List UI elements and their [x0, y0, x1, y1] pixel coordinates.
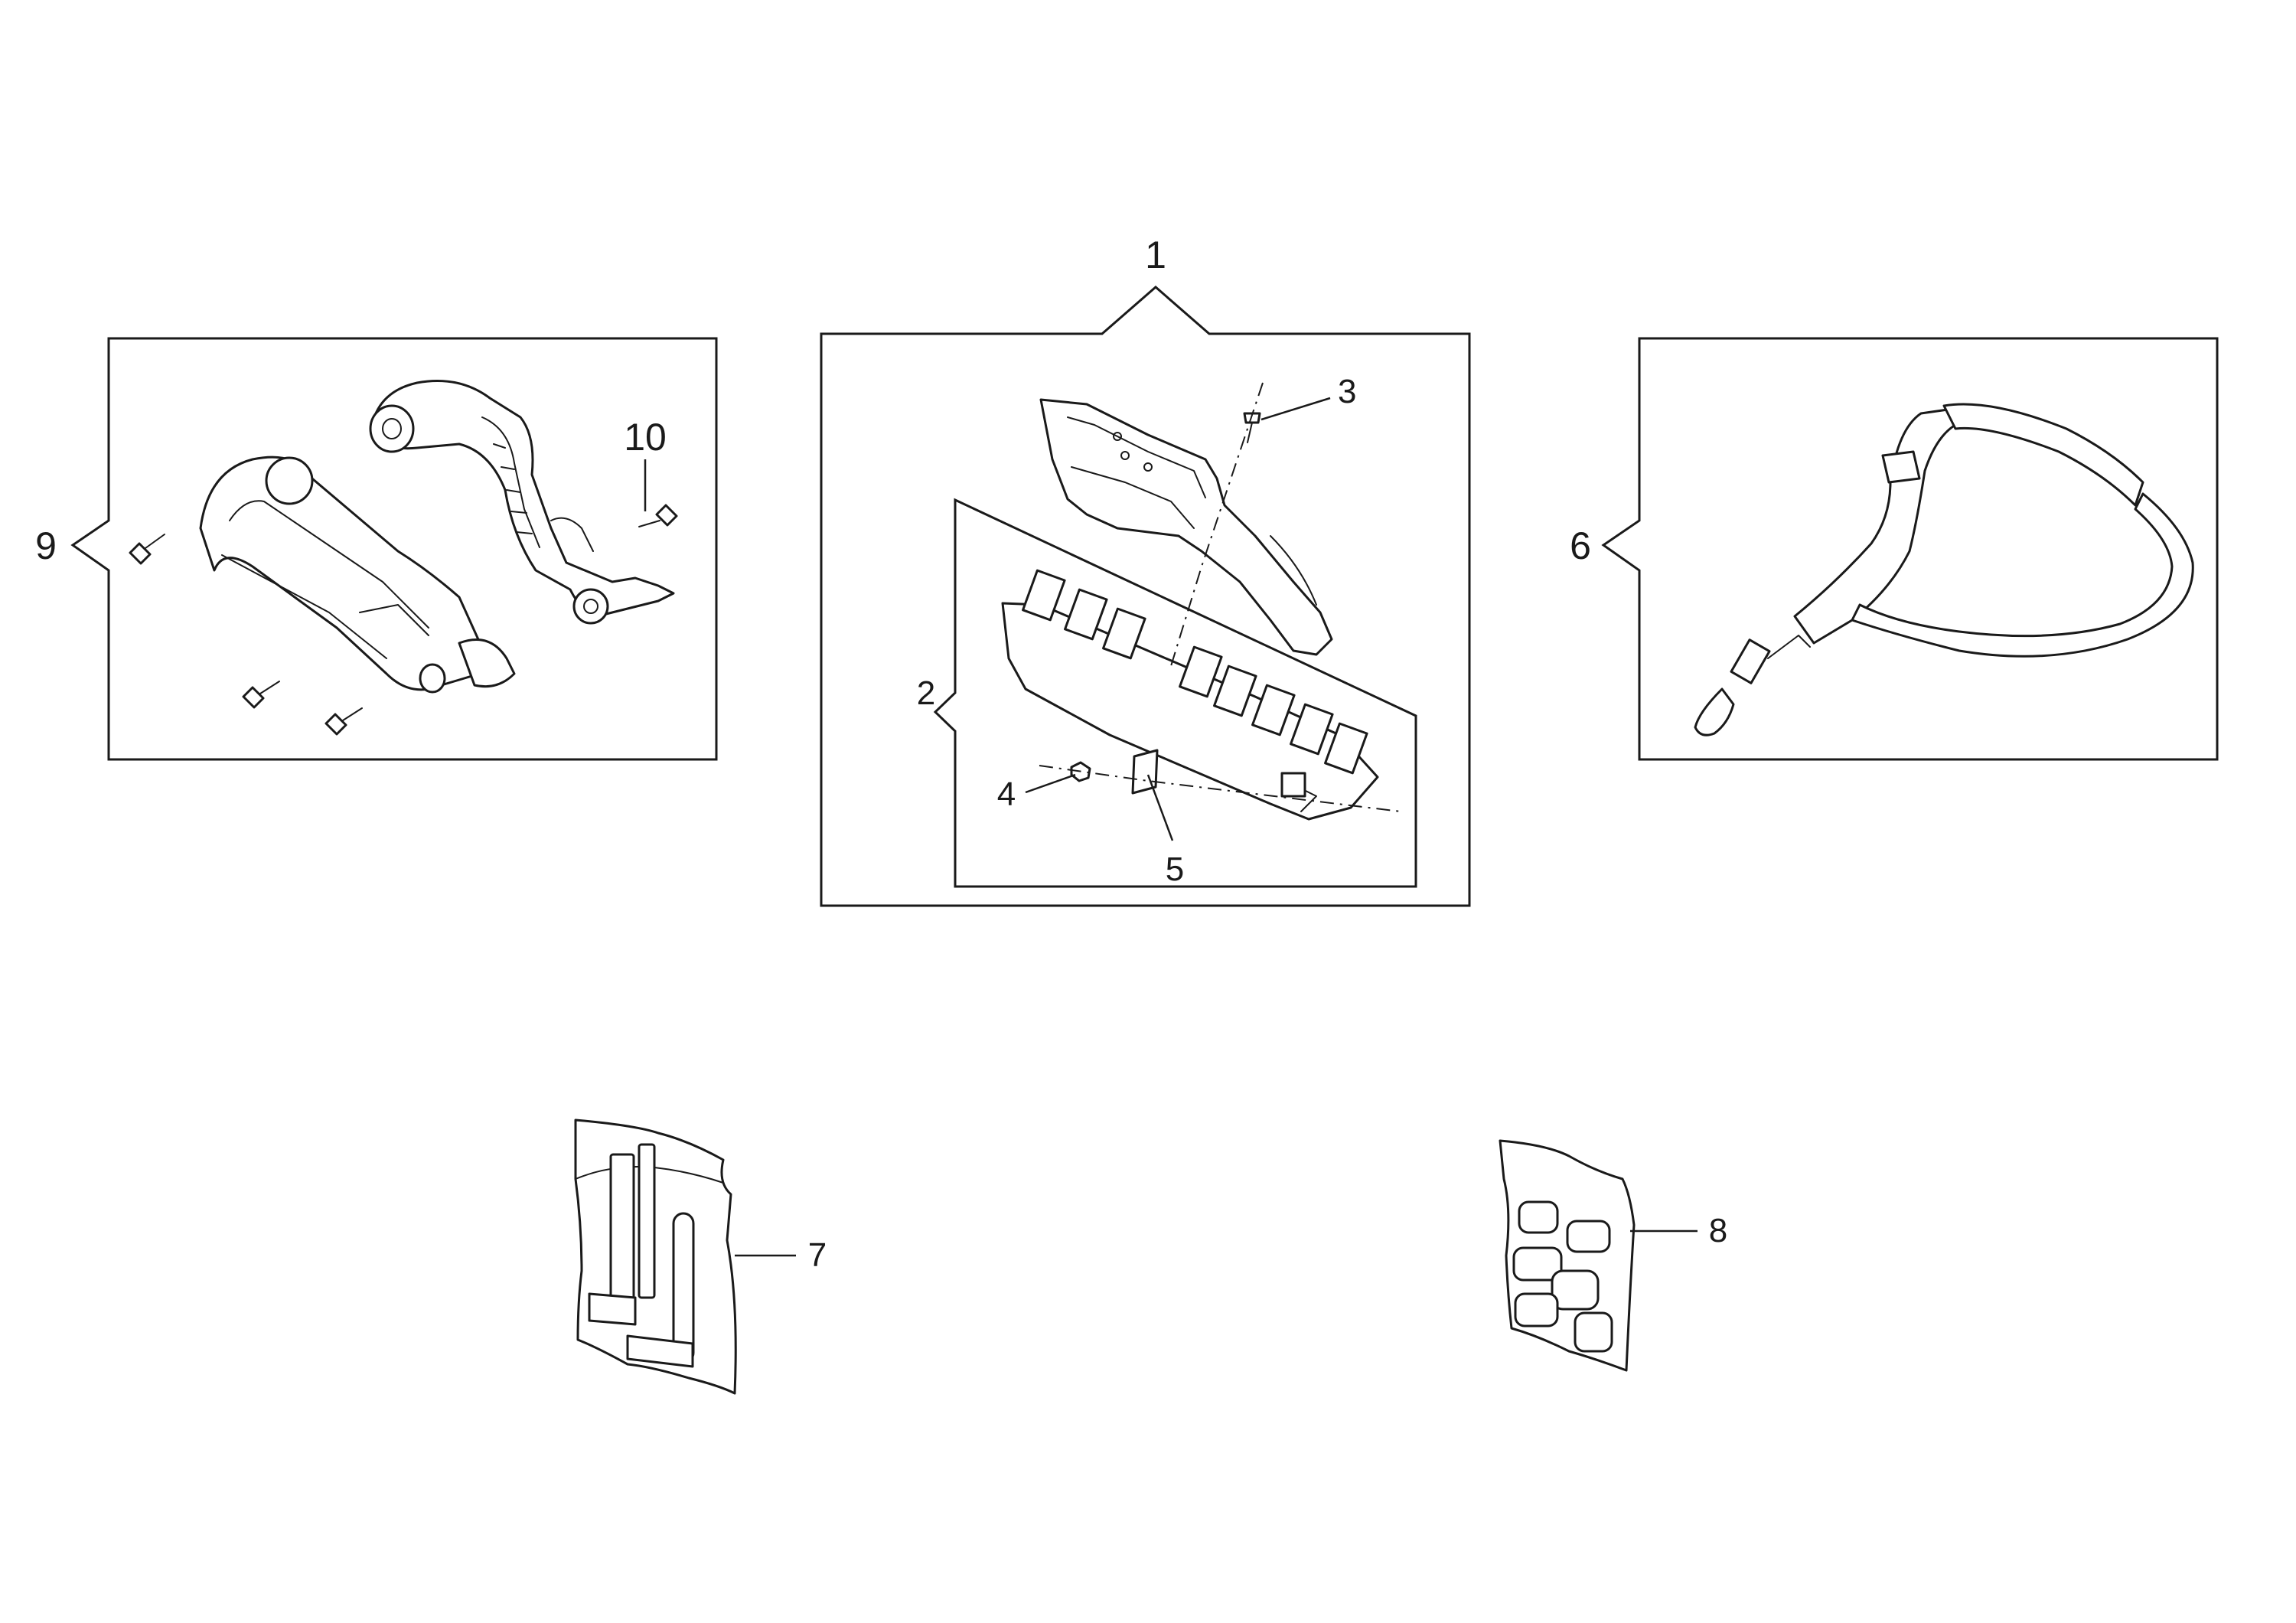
front-guard-part	[199, 456, 516, 694]
callout-10: 10	[624, 416, 667, 459]
subpanel-frame-2	[933, 498, 1417, 888]
rear-guard-part	[369, 380, 675, 625]
callout-7: 7	[808, 1236, 827, 1274]
assembly-axis-vertical	[1170, 382, 1264, 667]
spare-parts-pack-part	[1499, 1139, 1698, 1372]
panel-frame-left	[70, 337, 718, 761]
handle-housing-part	[1039, 398, 1333, 656]
clip-5-icon	[1131, 749, 1159, 795]
callout-1: 1	[1145, 233, 1166, 276]
callout-6: 6	[1570, 524, 1591, 567]
callout-3: 3	[1338, 373, 1356, 410]
leader-line-4	[1025, 773, 1076, 794]
leader-line-5	[1146, 774, 1174, 841]
screw-3-icon	[1243, 412, 1261, 443]
main-assembly-panel	[820, 286, 1471, 907]
screw-icon	[325, 707, 363, 736]
tool-kit-part	[574, 1118, 796, 1395]
callout-8: 8	[1709, 1212, 1727, 1249]
panel-frame-center	[820, 286, 1471, 907]
shoulder-strap-part	[1694, 403, 2194, 736]
screw-icon	[638, 504, 678, 527]
callout-5: 5	[1166, 851, 1184, 888]
leader-line-3	[1261, 397, 1331, 421]
callout-4: 4	[997, 776, 1016, 813]
screw-icon	[242, 681, 280, 709]
assembly-axis-horizontal	[1039, 765, 1401, 812]
callout-2: 2	[917, 674, 935, 712]
panel-frame-right	[1601, 337, 2219, 761]
callout-9: 9	[35, 524, 57, 567]
shoulder-strap-panel	[1601, 337, 2219, 761]
slotted-guard-part	[1001, 569, 1379, 821]
handle-guard-panel	[70, 337, 718, 761]
screw-icon	[129, 534, 165, 565]
